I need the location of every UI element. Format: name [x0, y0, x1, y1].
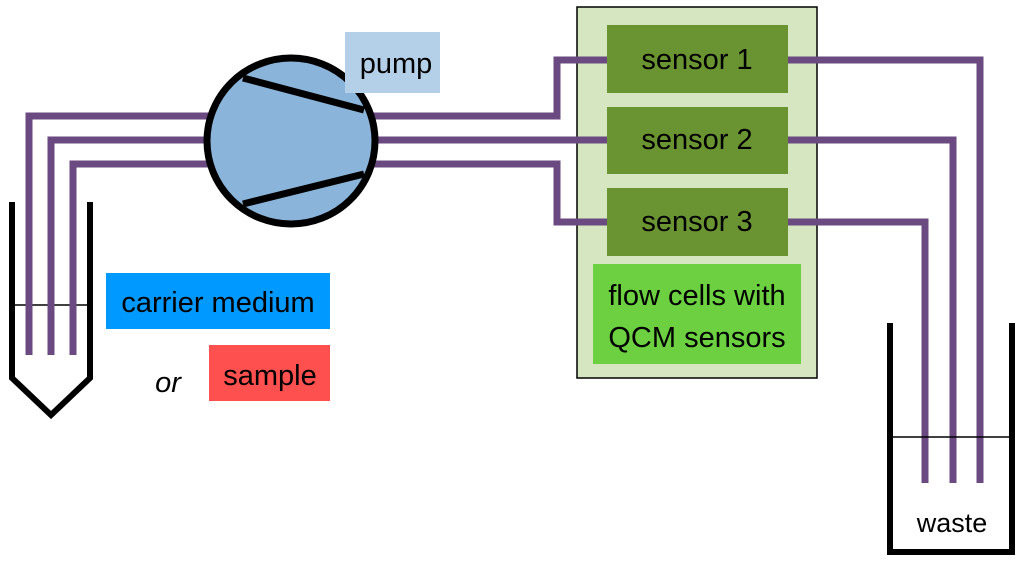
tube-3	[69, 160, 607, 355]
flow-cells-label-line1: flow cells with	[608, 280, 785, 312]
sensor-3-box	[607, 188, 788, 256]
sensor-3-label: sensor 3	[641, 206, 752, 238]
carrier-medium-box	[106, 273, 330, 329]
sample-label: sample	[223, 360, 317, 392]
source-vessel-outline	[9, 202, 93, 420]
pump	[203, 54, 379, 228]
sensor-2-label: sensor 2	[641, 124, 752, 156]
flow-cells-label-box	[593, 264, 801, 364]
tube-1	[25, 56, 607, 355]
carrier-medium-label: carrier medium	[121, 287, 314, 319]
flow-cells-label-line2: QCM sensors	[608, 322, 785, 354]
sensor-1-box	[607, 25, 788, 93]
sample-box	[209, 345, 330, 401]
waste-tube-3	[788, 218, 929, 483]
sensor-2-box	[607, 107, 788, 174]
waste-container	[887, 323, 1015, 555]
waste-tube-2	[788, 136, 957, 483]
tube-2	[47, 136, 607, 355]
tubing	[25, 56, 984, 483]
sensor-1-label: sensor 1	[641, 44, 752, 76]
pump-vane-top	[242, 74, 365, 114]
waste-label: waste	[916, 508, 988, 538]
waste-tube-1	[788, 56, 984, 483]
or-label: or	[155, 367, 182, 399]
pump-vane-bottom	[242, 170, 365, 208]
pump-label-box	[345, 32, 440, 93]
pump-label: pump	[360, 48, 433, 80]
